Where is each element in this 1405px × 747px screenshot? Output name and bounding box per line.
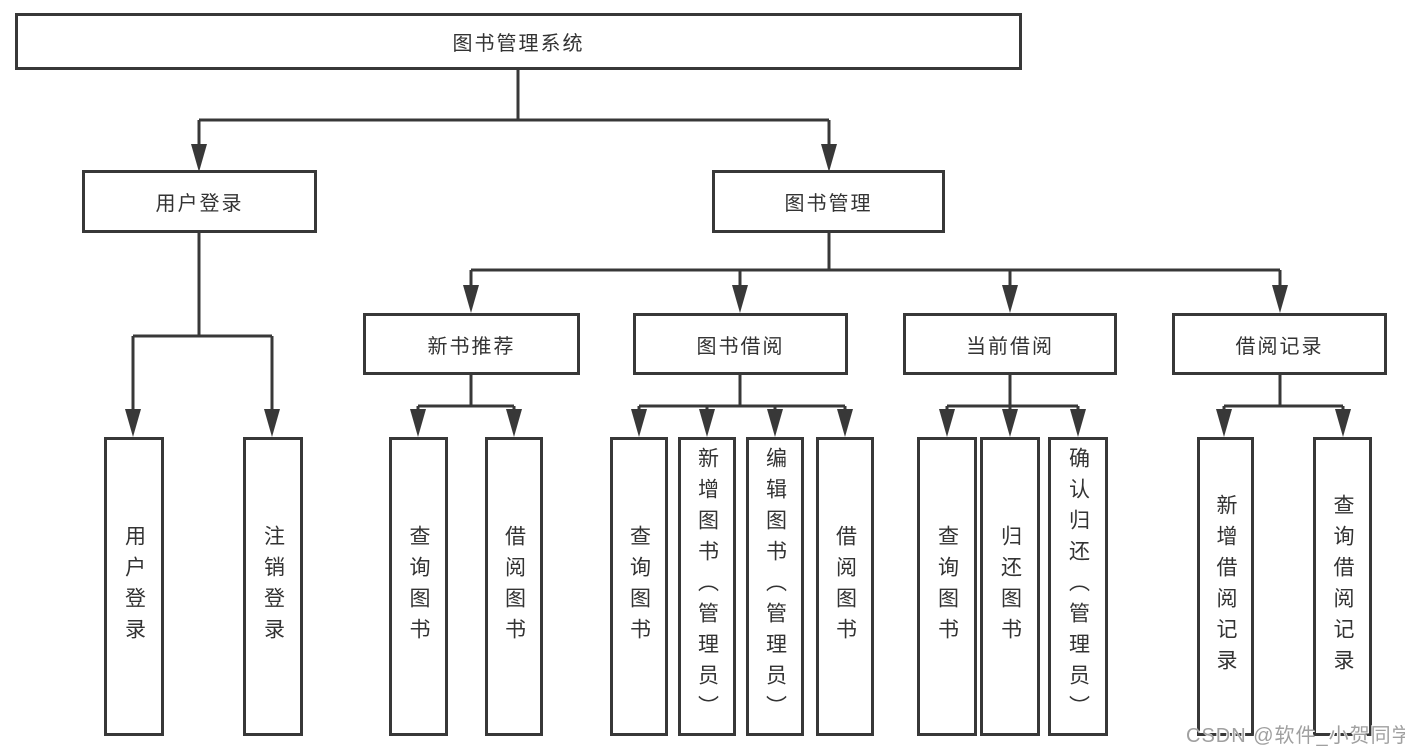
- leaf-query-borrow-record: 查询借阅记录: [1313, 437, 1372, 736]
- leaf-user-login: 用户登录: [104, 437, 164, 736]
- leaf-borrow-books: 借阅图书: [816, 437, 874, 736]
- node-book-borrow: 图书借阅: [633, 313, 848, 375]
- leaf-return-book: 归还图书: [980, 437, 1040, 736]
- node-borrow-records: 借阅记录: [1172, 313, 1387, 375]
- connector-borrow-records-children: [1216, 375, 1351, 437]
- leaf-add-borrow-record: 新增借阅记录: [1197, 437, 1254, 736]
- connector-new-book-recommend-children: [410, 375, 522, 437]
- node-library-system: 图书管理系统: [15, 13, 1022, 70]
- connector-current-borrow-children: [939, 375, 1086, 437]
- watermark-csdn: CSDN @软件_小贺同学: [1186, 725, 1405, 747]
- leaf-query-books-borrow: 查询图书: [610, 437, 668, 736]
- connector-root-to-level2: [191, 70, 837, 172]
- connector-book-management-children: [463, 233, 1288, 313]
- node-book-management: 图书管理: [712, 170, 945, 233]
- node-new-book-recommend: 新书推荐: [363, 313, 580, 375]
- leaf-query-books-recommend: 查询图书: [389, 437, 448, 736]
- leaf-add-book-admin: 新增图书（管理员）: [678, 437, 736, 736]
- connector-user-login-children: [125, 233, 280, 437]
- node-user-login: 用户登录: [82, 170, 317, 233]
- leaf-query-books-current: 查询图书: [917, 437, 977, 736]
- leaf-confirm-return-admin: 确认归还（管理员）: [1048, 437, 1108, 736]
- leaf-borrow-books-recommend: 借阅图书: [485, 437, 543, 736]
- leaf-edit-book-admin: 编辑图书（管理员）: [746, 437, 804, 736]
- leaf-logout: 注销登录: [243, 437, 303, 736]
- connector-book-borrow-children: [631, 375, 853, 437]
- node-current-borrow: 当前借阅: [903, 313, 1117, 375]
